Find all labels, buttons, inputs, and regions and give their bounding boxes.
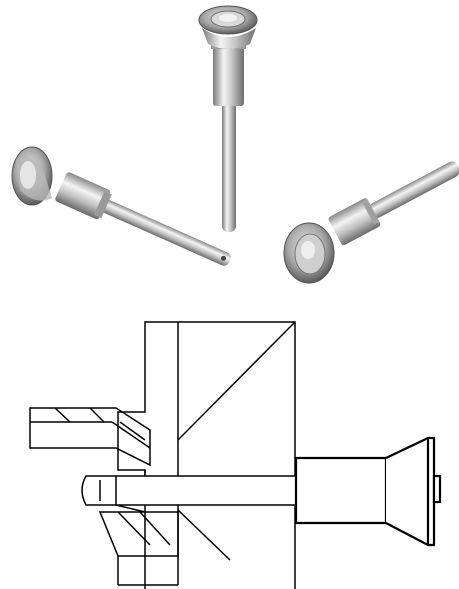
pin-shank: [81, 475, 297, 513]
right-ball-lock-pin: [283, 161, 459, 284]
bracket-plate: [29, 407, 151, 467]
mounting-block: [117, 321, 296, 589]
push-button: [432, 474, 442, 504]
bracket-lower: [98, 511, 179, 586]
cross-section-drawing: [29, 321, 442, 589]
vertical-ball-lock-pin: [198, 5, 258, 232]
ball-lock-pins-photo: [11, 5, 459, 284]
left-ball-lock-pin: [11, 146, 231, 266]
pin-handle: [294, 436, 436, 547]
